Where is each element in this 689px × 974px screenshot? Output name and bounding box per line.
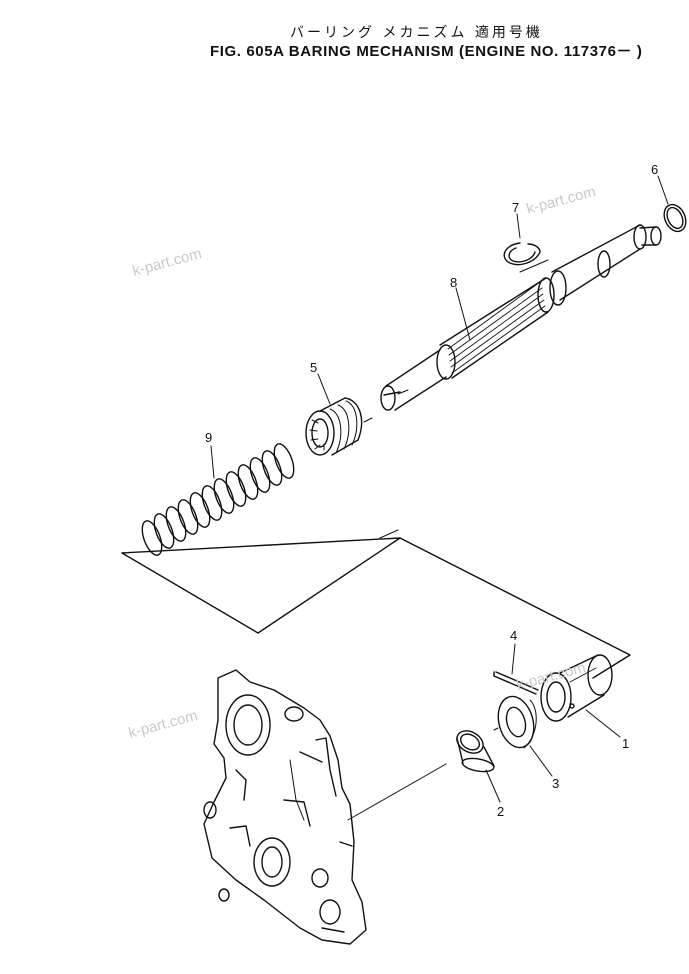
- part-2-bushing: [456, 730, 495, 773]
- part-3-thrust-washer: [497, 695, 537, 749]
- watermark: k-part.com: [515, 659, 588, 694]
- callout-4: 4: [510, 628, 517, 643]
- watermark: k-part.com: [131, 245, 204, 280]
- watermark: k-part.com: [525, 183, 598, 218]
- callout-7: 7: [512, 200, 519, 215]
- part-5-pinion-gear: [305, 397, 363, 456]
- part-4-pin: [493, 671, 539, 695]
- figure-title: FIG. 605A BARING MECHANISM (ENGINE NO. 1…: [210, 43, 643, 60]
- callout-9: 9: [205, 430, 212, 445]
- front-housing: [203, 669, 367, 945]
- callout-3: 3: [552, 776, 559, 791]
- callout-5: 5: [310, 360, 317, 375]
- part-7-snap-ring: [503, 242, 541, 266]
- part-6-o-ring: [663, 203, 687, 233]
- assembly-outline: [121, 537, 631, 679]
- watermark: k-part.com: [127, 707, 200, 742]
- part-8-splined-shaft: [380, 224, 662, 411]
- callout-6: 6: [651, 162, 658, 177]
- callout-1: 1: [622, 736, 629, 751]
- part-9-coil-spring: [141, 443, 295, 556]
- callout-8: 8: [450, 275, 457, 290]
- title-japanese: バーリング メカニズム 適用号機: [290, 25, 543, 41]
- center-lines: [347, 259, 549, 821]
- leader-lines: [210, 175, 669, 803]
- part-1-shaft-holder: [540, 654, 613, 722]
- callout-2: 2: [497, 804, 504, 819]
